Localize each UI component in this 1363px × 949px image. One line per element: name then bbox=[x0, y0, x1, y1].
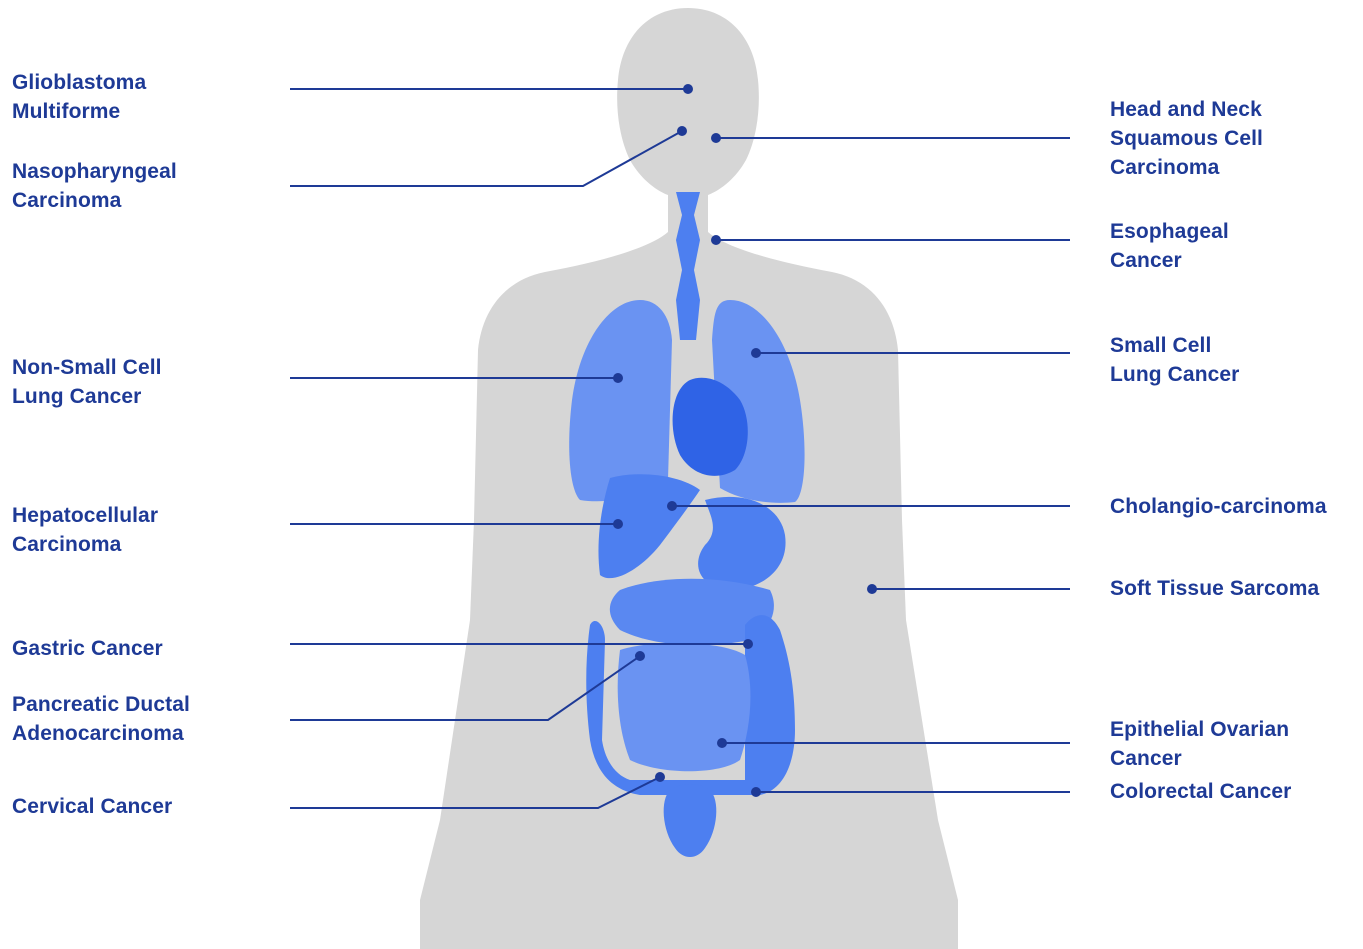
dot-ovarian bbox=[717, 738, 727, 748]
dot-nsclc bbox=[613, 373, 623, 383]
dot-soft-tissue bbox=[867, 584, 877, 594]
label-nasopharyngeal: Nasopharyngeal Carcinoma bbox=[12, 157, 177, 215]
dot-cholangio bbox=[667, 501, 677, 511]
label-cervical: Cervical Cancer bbox=[12, 792, 172, 821]
label-pancreatic: Pancreatic Ductal Adenocarcinoma bbox=[12, 690, 190, 748]
dot-esophageal bbox=[711, 235, 721, 245]
label-soft-tissue: Soft Tissue Sarcoma bbox=[1110, 574, 1319, 603]
label-head-neck: Head and Neck Squamous Cell Carcinoma bbox=[1110, 95, 1263, 182]
label-hepatocellular: Hepatocellular Carcinoma bbox=[12, 501, 158, 559]
dot-pancreatic bbox=[635, 651, 645, 661]
dot-sclc bbox=[751, 348, 761, 358]
dot-head-neck bbox=[711, 133, 721, 143]
label-cholangio: Cholangio-carcinoma bbox=[1110, 492, 1327, 521]
label-ovarian: Epithelial Ovarian Cancer bbox=[1110, 715, 1289, 773]
label-glioblastoma: Glioblastoma Multiforme bbox=[12, 68, 146, 126]
dot-gastric bbox=[743, 639, 753, 649]
label-nsclc: Non-Small Cell Lung Cancer bbox=[12, 353, 162, 411]
small-intestine bbox=[618, 643, 751, 771]
dot-hepatocellular bbox=[613, 519, 623, 529]
label-gastric: Gastric Cancer bbox=[12, 634, 163, 663]
label-sclc: Small Cell Lung Cancer bbox=[1110, 331, 1239, 389]
dot-glioblastoma bbox=[683, 84, 693, 94]
label-colorectal: Colorectal Cancer bbox=[1110, 777, 1291, 806]
dot-colorectal bbox=[751, 787, 761, 797]
dot-nasopharyngeal bbox=[677, 126, 687, 136]
dot-cervical bbox=[655, 772, 665, 782]
label-esophageal: Esophageal Cancer bbox=[1110, 217, 1229, 275]
